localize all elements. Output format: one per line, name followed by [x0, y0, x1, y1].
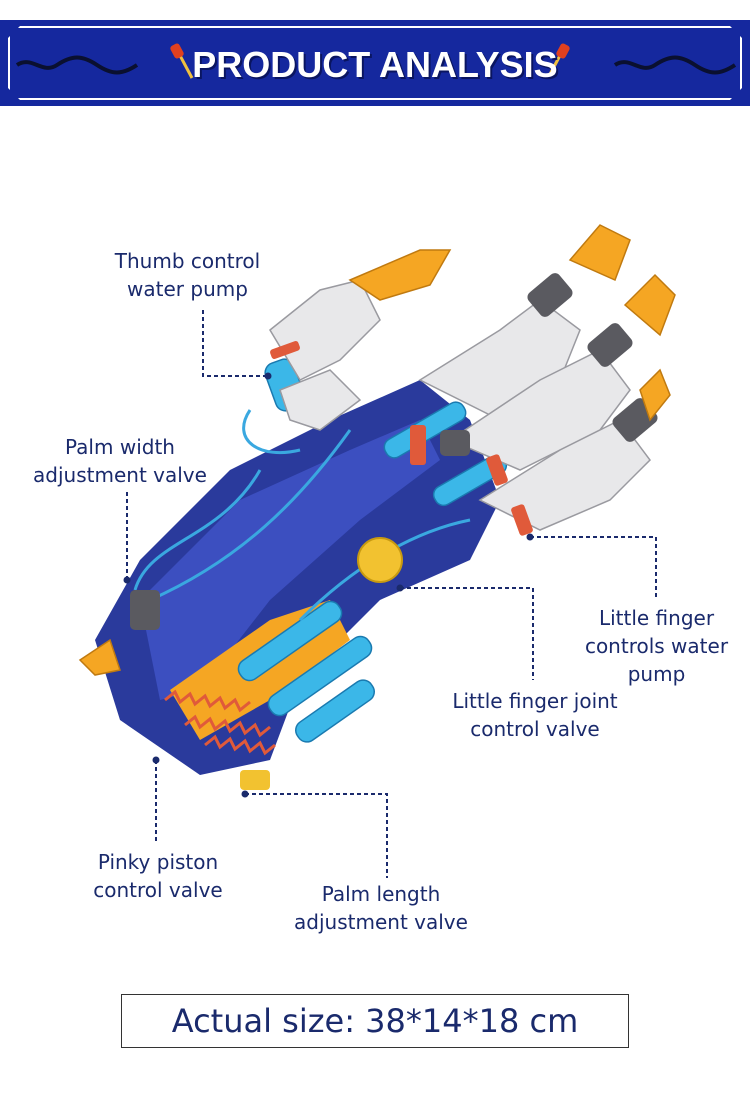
label-line: Thumb control — [114, 249, 261, 273]
header-banner: PRODUCT ANALYSIS — [0, 20, 750, 106]
actual-size-box: Actual size: 38*14*18 cm — [121, 994, 629, 1048]
wave-right-icon — [613, 55, 737, 75]
label-pinky-piston: Pinky piston control valve — [83, 848, 233, 904]
label-line: adjustment valve — [294, 910, 468, 934]
label-line: Little finger joint — [452, 689, 618, 713]
label-line: Palm width — [65, 435, 175, 459]
label-line: water pump — [127, 277, 248, 301]
label-thumb-pump: Thumb control water pump — [105, 247, 270, 303]
label-line: controls water — [584, 634, 729, 658]
wave-left-icon — [15, 55, 139, 75]
label-palm-width: Palm width adjustment valve — [25, 433, 215, 489]
label-line: control valve — [93, 878, 223, 902]
actual-size-text: Actual size: 38*14*18 cm — [171, 1002, 579, 1040]
banner-frame — [8, 26, 742, 100]
screwdriver-left-icon — [170, 43, 194, 79]
label-line: control valve — [470, 717, 600, 741]
label-palm-length: Palm length adjustment valve — [286, 880, 476, 936]
label-line: Pinky piston — [97, 850, 219, 874]
screwdriver-right-icon — [546, 43, 570, 79]
label-line: Palm length — [321, 882, 441, 906]
label-little-finger-pump: Little finger controls water pump — [574, 604, 739, 688]
label-line: pump — [627, 662, 686, 686]
label-line: Little finger — [598, 606, 715, 630]
label-little-finger-joint: Little finger joint control valve — [440, 687, 630, 743]
label-line: adjustment valve — [33, 463, 207, 487]
banner-title: PRODUCT ANALYSIS — [192, 44, 558, 85]
